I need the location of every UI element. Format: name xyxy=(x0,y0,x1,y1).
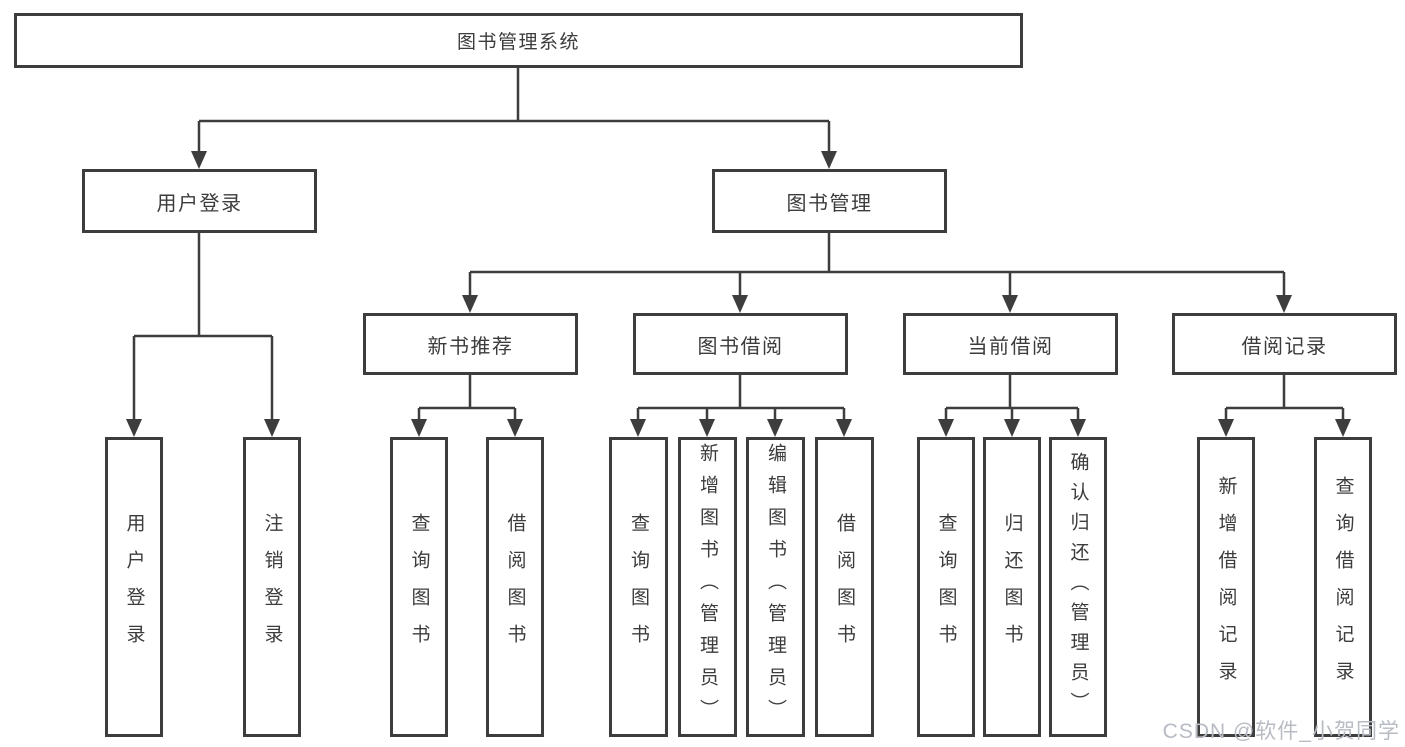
leaf-edit-book-admin: 编辑图书（管理员） xyxy=(746,437,805,737)
leaf-borrow-books-recommend-label: 借阅图书 xyxy=(504,513,526,661)
leaf-query-books-borrowing-label: 查询图书 xyxy=(628,513,649,661)
node-borrowing-records: 借阅记录 xyxy=(1172,313,1397,375)
leaf-logout: 注销登录 xyxy=(243,437,301,737)
leaf-query-borrow-record: 查询借阅记录 xyxy=(1314,437,1372,737)
leaf-user-login-label: 用户登录 xyxy=(123,513,145,661)
node-book-management: 图书管理 xyxy=(712,169,947,233)
leaf-query-books-recommend-label: 查询图书 xyxy=(408,513,430,661)
leaf-return-books-label: 归还图书 xyxy=(1001,513,1023,661)
leaf-edit-book-admin-label: 编辑图书（管理员） xyxy=(765,443,786,731)
leaf-query-books-current: 查询图书 xyxy=(917,437,975,737)
leaf-add-borrow-record-label: 新增借阅记录 xyxy=(1215,476,1237,698)
node-current-borrowing-label: 当前借阅 xyxy=(967,335,1054,358)
node-user-login-label: 用户登录 xyxy=(156,192,243,215)
leaf-logout-label: 注销登录 xyxy=(261,513,283,661)
leaf-user-login: 用户登录 xyxy=(105,437,163,737)
leaf-add-book-admin: 新增图书（管理员） xyxy=(678,437,737,737)
node-book-borrowing-label: 图书借阅 xyxy=(697,335,784,358)
leaf-confirm-return-admin-label: 确认归还（管理员） xyxy=(1067,452,1089,722)
leaf-borrow-books-borrowing: 借阅图书 xyxy=(815,437,874,737)
leaf-confirm-return-admin: 确认归还（管理员） xyxy=(1049,437,1107,737)
leaf-borrow-books-recommend: 借阅图书 xyxy=(486,437,544,737)
leaf-add-borrow-record: 新增借阅记录 xyxy=(1197,437,1255,737)
arrowheads xyxy=(126,151,1351,437)
leaf-query-books-borrowing: 查询图书 xyxy=(609,437,668,737)
leaf-query-books-recommend: 查询图书 xyxy=(390,437,448,737)
leaf-borrow-books-borrowing-label: 借阅图书 xyxy=(834,513,855,661)
node-book-management-label: 图书管理 xyxy=(786,192,873,215)
csdn-watermark: CSDN @软件_小贺同学 xyxy=(1162,720,1400,743)
leaf-return-books: 归还图书 xyxy=(983,437,1041,737)
node-root-label: 图书管理系统 xyxy=(456,32,580,53)
node-new-book-recommend: 新书推荐 xyxy=(363,313,578,375)
leaf-query-books-current-label: 查询图书 xyxy=(935,513,957,661)
node-book-borrowing: 图书借阅 xyxy=(633,313,848,375)
node-new-book-recommend-label: 新书推荐 xyxy=(427,335,514,358)
leaf-add-book-admin-label: 新增图书（管理员） xyxy=(697,443,718,731)
leaf-query-borrow-record-label: 查询借阅记录 xyxy=(1332,476,1354,698)
node-current-borrowing: 当前借阅 xyxy=(903,313,1118,375)
node-borrowing-records-label: 借阅记录 xyxy=(1241,335,1328,358)
node-root: 图书管理系统 xyxy=(14,13,1023,68)
node-user-login: 用户登录 xyxy=(82,169,317,233)
